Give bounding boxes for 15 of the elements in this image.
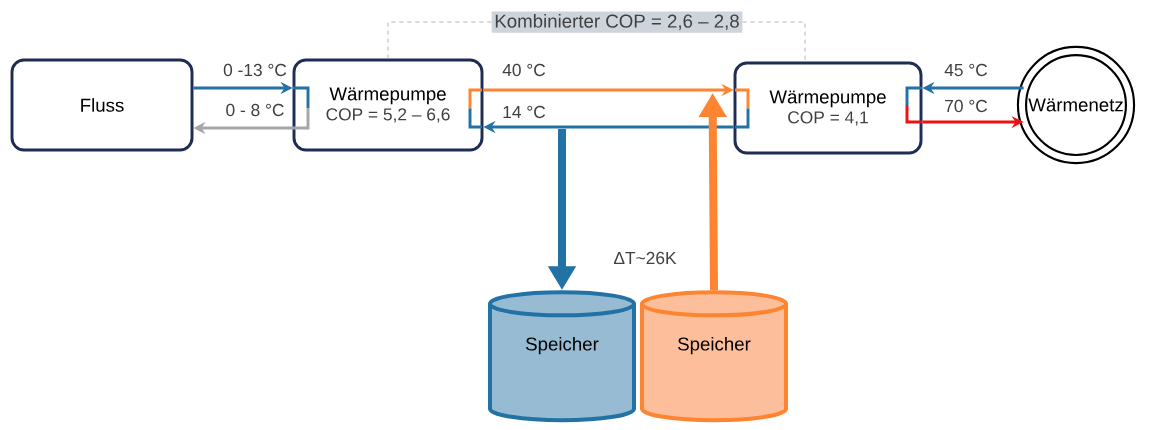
leader-line <box>387 21 492 61</box>
edge-label: 45 °C <box>942 62 990 78</box>
storage-tank: Speicher <box>488 290 636 423</box>
note-label: Kombinierter COP = 2,6 – 2,8 <box>491 11 743 33</box>
storage-tank: Speicher <box>640 290 788 423</box>
heat-pump-box: Wärmepumpe COP = 5,2 – 6,6 <box>292 58 484 152</box>
edge-label: 14 °C <box>500 104 548 120</box>
edge-label: 0 - 8 °C <box>224 102 286 118</box>
process-box: Fluss <box>10 58 194 152</box>
leader-line <box>742 21 806 62</box>
edge-label: 40 °C <box>500 62 548 78</box>
edge-label: 70 °C <box>942 98 990 114</box>
edge-label: 0 -13 °C <box>221 62 289 78</box>
heat-pump-box: Wärmepumpe COP = 4,1 <box>733 61 923 155</box>
annotation: ΔT~26K <box>613 251 677 265</box>
